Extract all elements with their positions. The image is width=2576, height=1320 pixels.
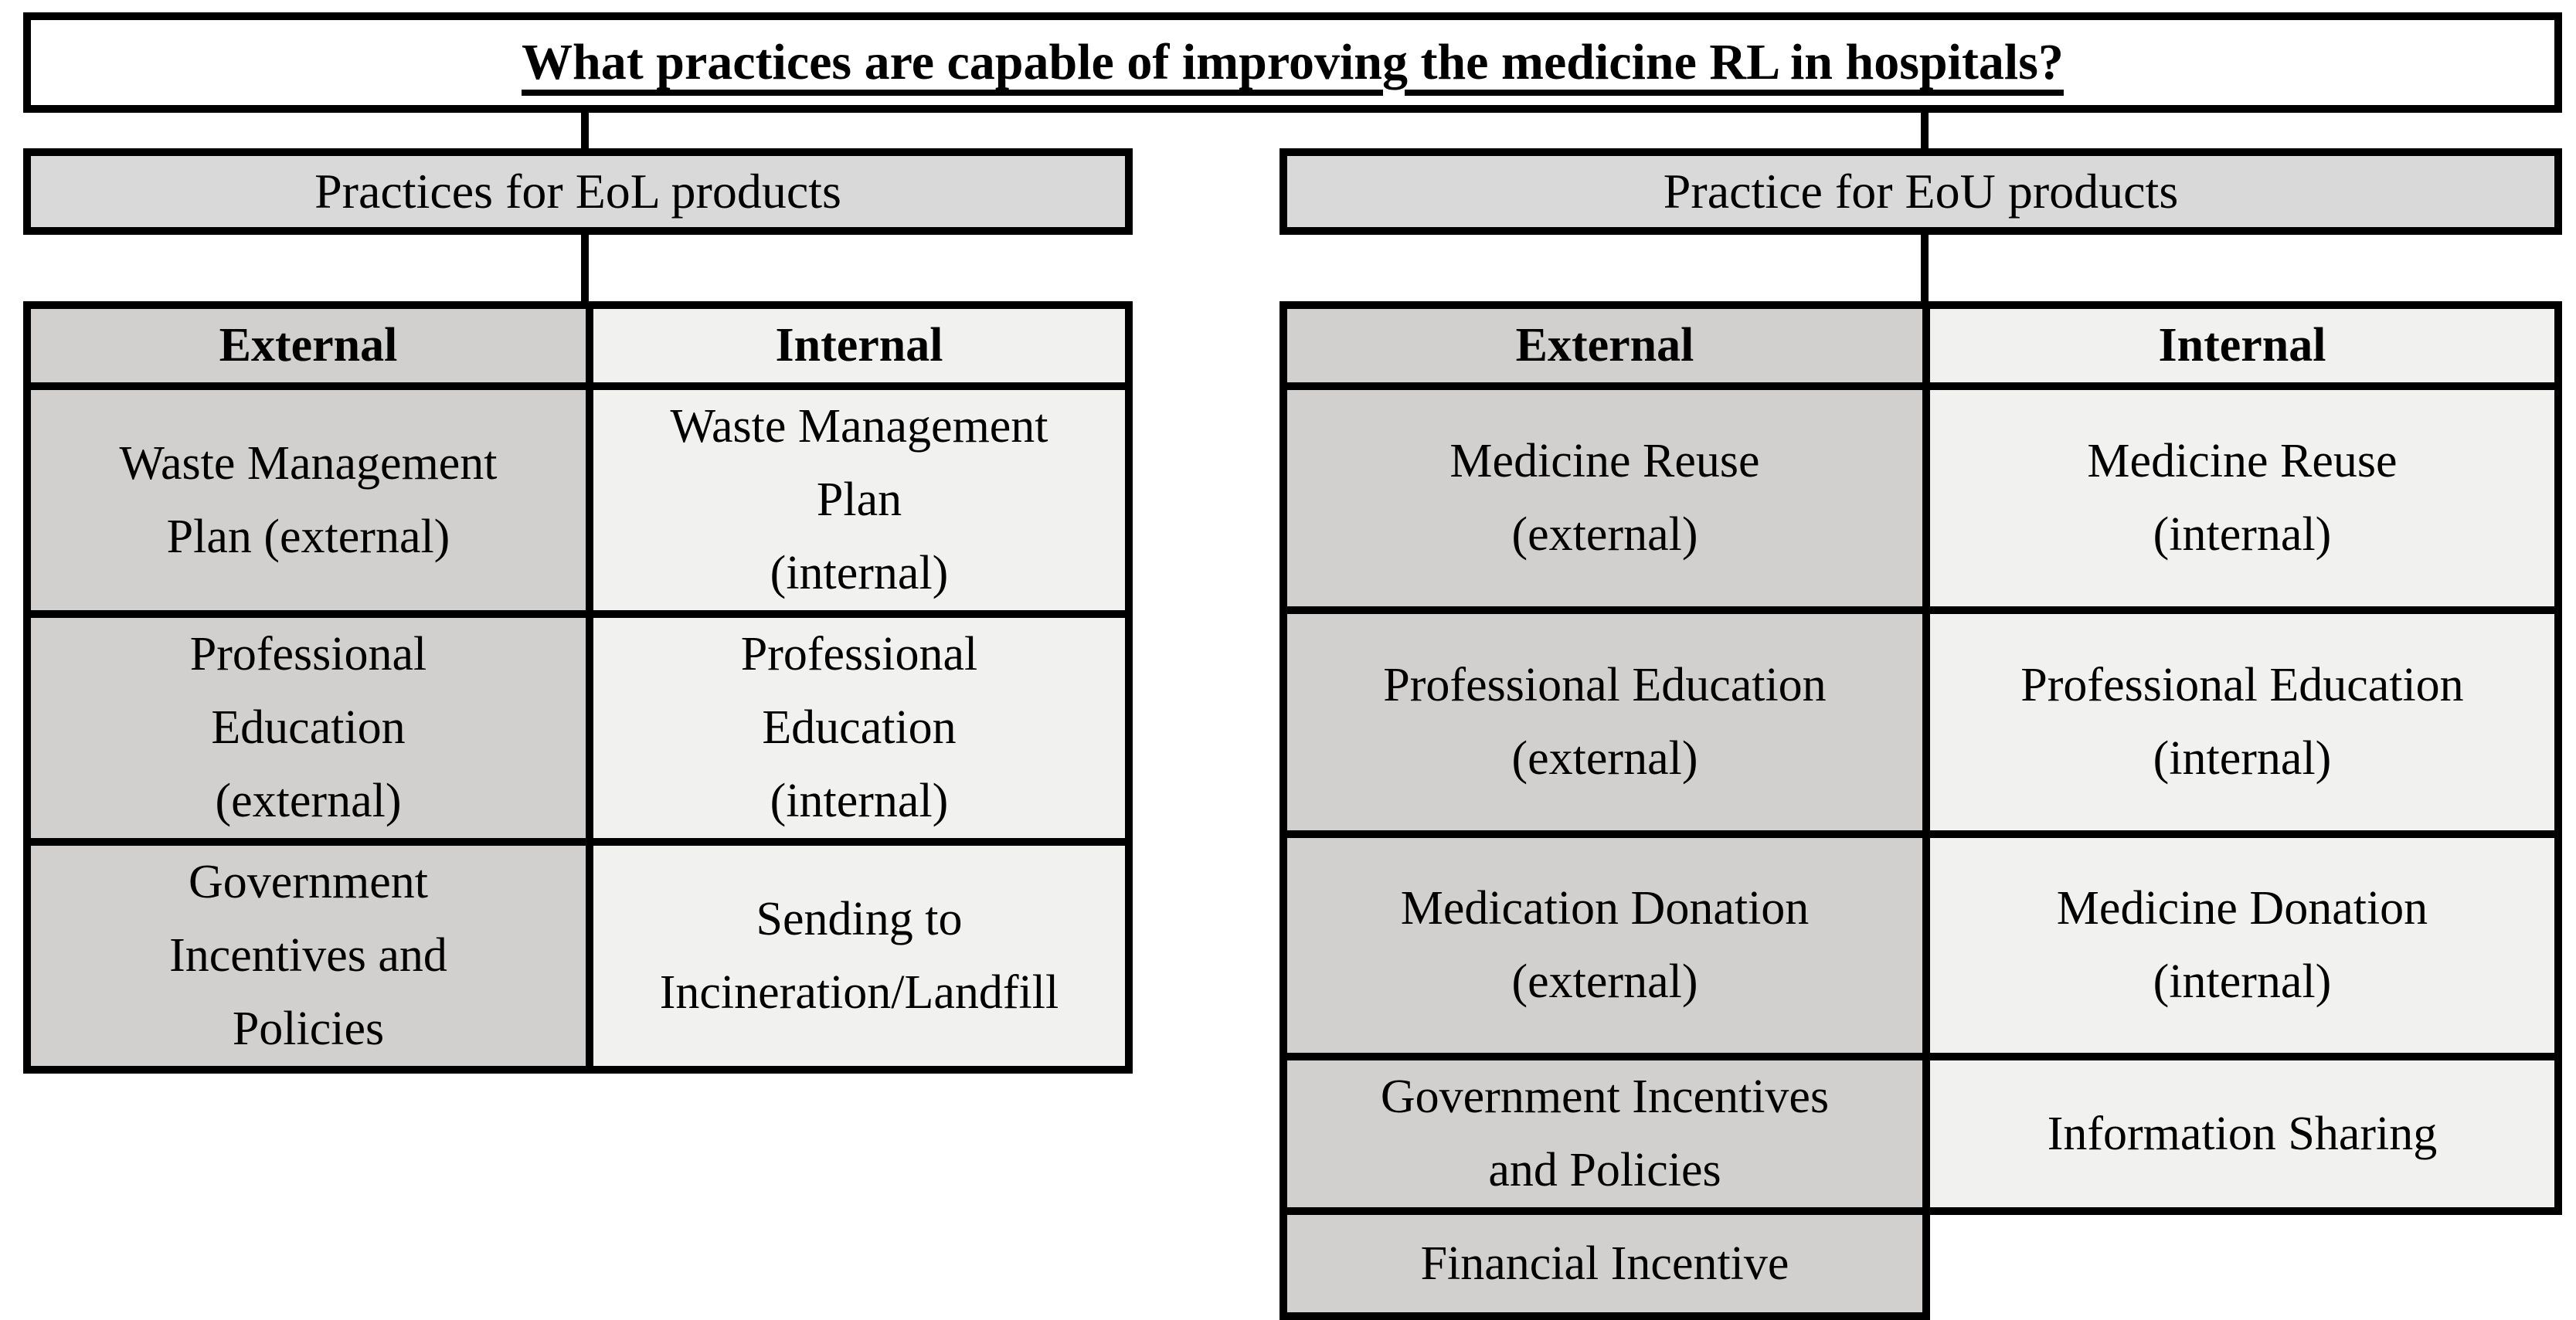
table-header-row: External Internal xyxy=(23,301,1133,390)
column-header-external: External xyxy=(23,301,593,390)
column-header-internal: Internal xyxy=(586,301,1133,390)
table-row: Medication Donation (external) Medicine … xyxy=(1280,830,2562,1060)
table-cell: Professional Education (internal) xyxy=(586,610,1133,846)
table-cell: Information Sharing xyxy=(1922,1053,2562,1215)
branch-header-eou: Practice for EoU products xyxy=(1280,148,2562,235)
table-row: Government Incentives and Policies Infor… xyxy=(1280,1053,2562,1215)
table-cell: Professional Education (external) xyxy=(1280,606,1930,838)
table-cell: Professional Education (external) xyxy=(23,610,593,846)
question-text: What practices are capable of improving … xyxy=(522,34,2064,90)
table-row: Medicine Reuse (external) Medicine Reuse… xyxy=(1280,382,2562,614)
branch-header-eou-label: Practice for EoU products xyxy=(1663,164,2179,219)
question-box: What practices are capable of improving … xyxy=(23,12,2562,113)
eou-practices-table: External Internal Medicine Reuse (extern… xyxy=(1280,301,2562,1320)
table-row: Financial Incentive xyxy=(1280,1207,2558,1320)
branch-header-eol: Practices for EoL products xyxy=(23,148,1133,235)
table-cell: Medicine Reuse (internal) xyxy=(1922,382,2562,614)
column-header-external: External xyxy=(1280,301,1930,390)
table-cell: Medicine Donation (internal) xyxy=(1922,830,2562,1060)
table-cell: Medication Donation (external) xyxy=(1280,830,1930,1060)
table-cell: Financial Incentive xyxy=(1280,1207,1930,1320)
table-row: Waste Management Plan (external) Waste M… xyxy=(23,382,1133,618)
table-cell: Waste Management Plan (external) xyxy=(23,382,593,618)
table-cell: Government Incentives and Policies xyxy=(1280,1053,1930,1215)
empty-cell xyxy=(1926,1211,2558,1316)
column-header-internal: Internal xyxy=(1922,301,2562,390)
table-row: Government Incentives and Policies Sendi… xyxy=(23,838,1133,1074)
table-cell: Waste Management Plan (internal) xyxy=(586,382,1133,618)
eol-practices-table: External Internal Waste Management Plan … xyxy=(23,301,1133,1074)
table-cell: Sending to Incineration/Landfill xyxy=(586,838,1133,1074)
table-header-row: External Internal xyxy=(1280,301,2562,390)
table-cell: Medicine Reuse (external) xyxy=(1280,382,1930,614)
table-row: Professional Education (external) Profes… xyxy=(1280,606,2562,838)
branch-header-eol-label: Practices for EoL products xyxy=(314,164,841,219)
table-cell: Professional Education (internal) xyxy=(1922,606,2562,838)
table-row: Professional Education (external) Profes… xyxy=(23,610,1133,846)
table-cell: Government Incentives and Policies xyxy=(23,838,593,1074)
